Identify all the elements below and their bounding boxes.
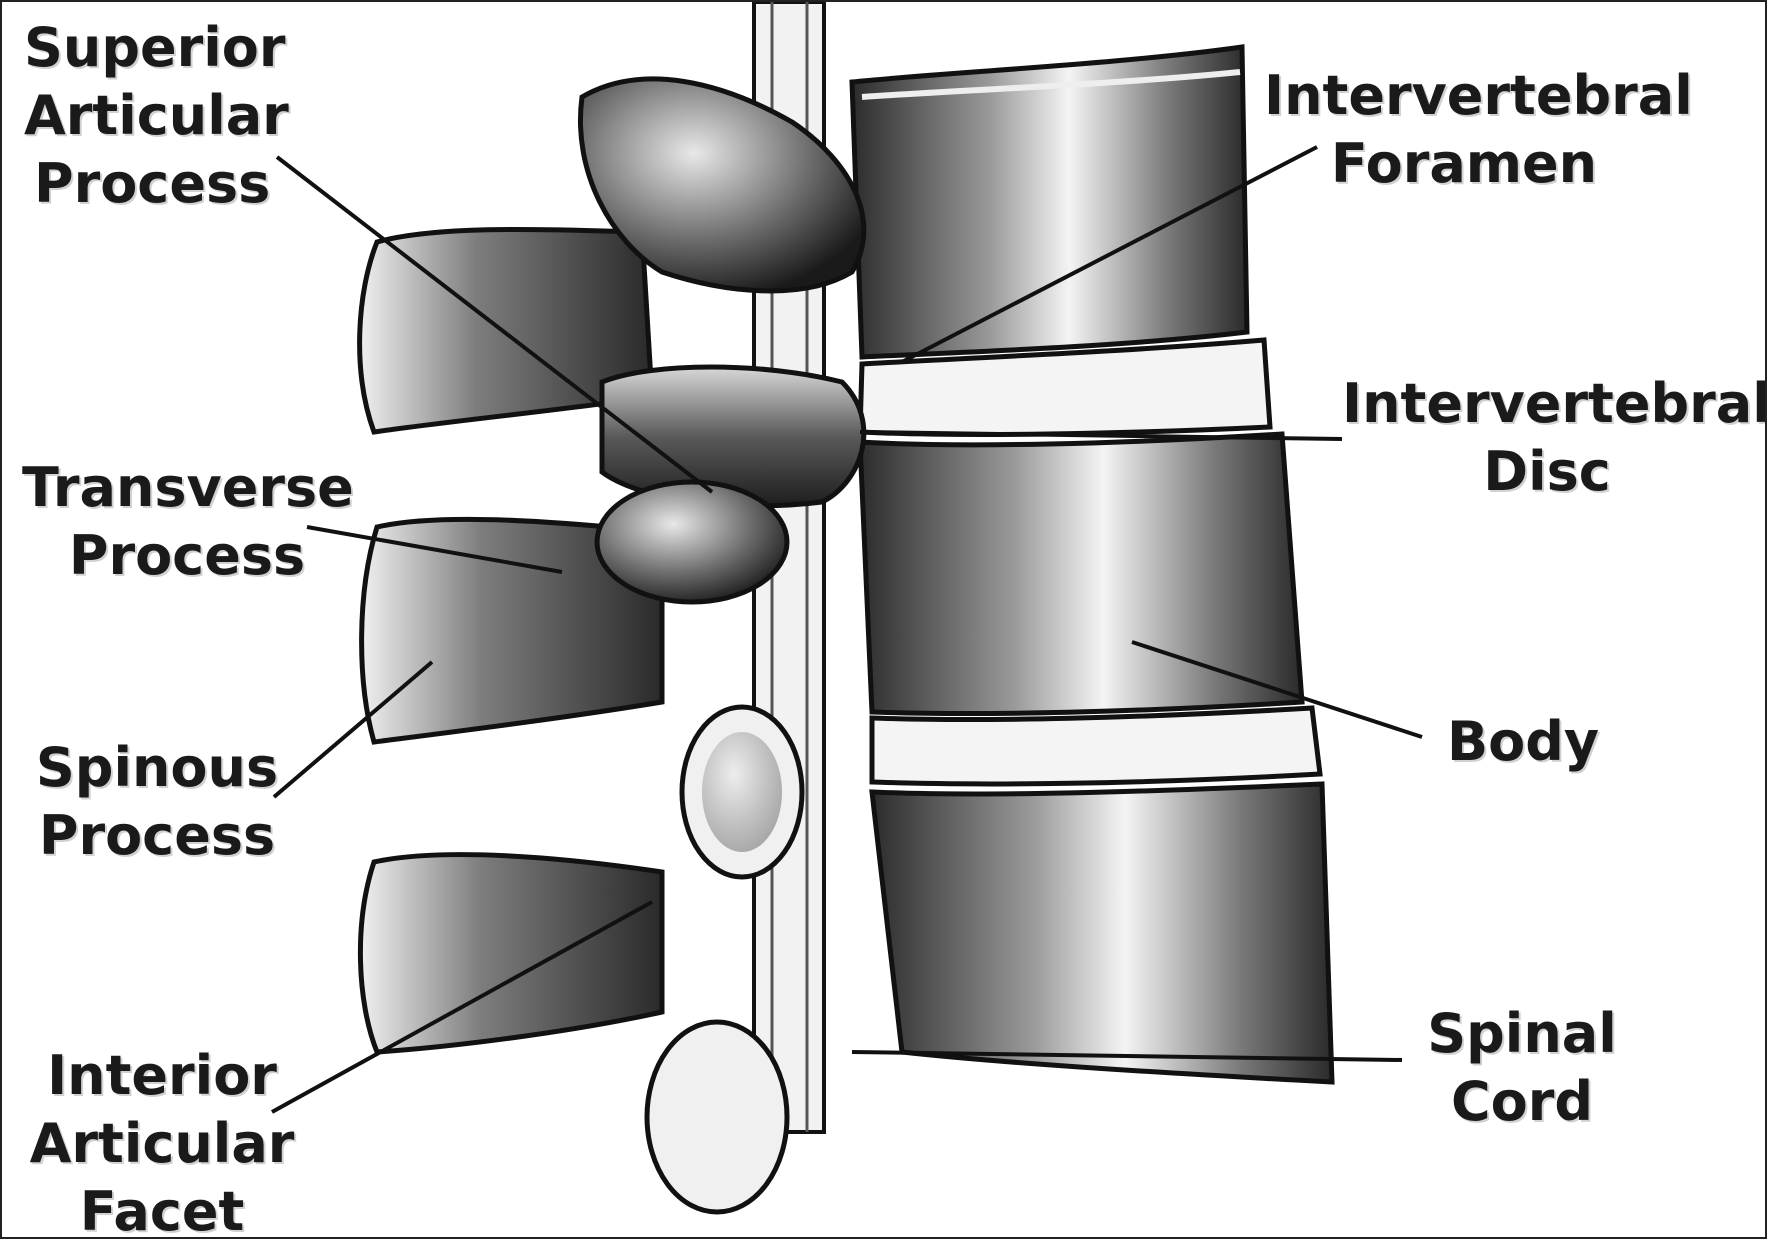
lower-articular-knob	[647, 1022, 787, 1212]
label-superior-articular-process: Superior Articular Process	[24, 14, 289, 218]
label-transverse-process: Transverse Process	[22, 454, 352, 590]
lower-transverse-process	[360, 855, 662, 1052]
intervertebral-disc-lower	[872, 708, 1320, 784]
label-interior-articular-facet: Interior Articular Facet	[22, 1042, 302, 1239]
label-body: Body	[1447, 708, 1599, 776]
vertebral-body-middle	[860, 434, 1302, 714]
label-intervertebral-foramen: Intervertebral Foramen	[1264, 62, 1664, 198]
label-intervertebral-disc: Intervertebral Disc	[1342, 370, 1752, 506]
label-spinal-cord: Spinal Cord	[1412, 1000, 1632, 1136]
middle-articular-knob	[597, 482, 787, 602]
vertebral-body-top	[852, 47, 1247, 357]
vertebral-body-bottom	[872, 784, 1332, 1082]
label-spinous-process: Spinous Process	[22, 734, 292, 870]
spinous-process-tip	[682, 707, 802, 877]
